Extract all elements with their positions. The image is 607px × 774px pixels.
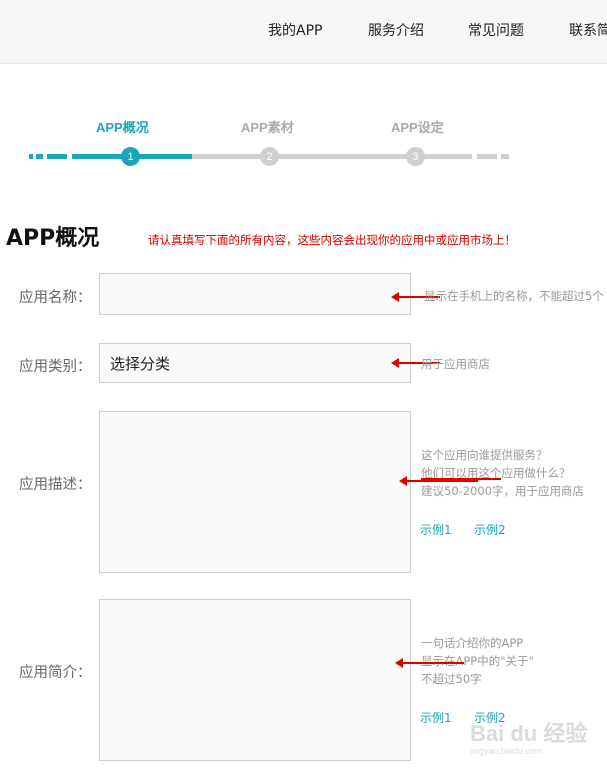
notice-text: 请认真填写下面的所有内容，这些内容会出现你的应用中或应用市场上！ xyxy=(148,233,516,247)
stepper-dash xyxy=(36,154,43,159)
app-description-hint-1: 这个应用向谁提供服务？ xyxy=(421,448,548,462)
app-category-hint: 用于应用商店 xyxy=(421,357,490,371)
stepper-dash xyxy=(29,154,33,159)
app-summary-label: 应用简介： xyxy=(19,665,92,681)
stepper-dash xyxy=(47,154,67,159)
description-example-2-link[interactable]: 示例2 xyxy=(474,523,506,537)
step-1-indicator: 1 xyxy=(121,147,140,166)
app-name-label: 应用名称： xyxy=(19,290,92,306)
watermark-url: jingyan.baidu.com xyxy=(470,746,543,756)
app-summary-hint-2: 显示在APP中的"关于" xyxy=(421,654,534,668)
step-label-overview: APP概况 xyxy=(96,120,149,135)
nav-service-intro[interactable]: 服务介绍 xyxy=(368,23,424,39)
app-summary-textarea[interactable] xyxy=(99,599,411,761)
summary-example-2-link[interactable]: 示例2 xyxy=(474,711,506,725)
app-description-textarea[interactable] xyxy=(99,411,411,573)
summary-example-1-link[interactable]: 示例1 xyxy=(420,711,452,725)
app-description-hint-3: 建议50-2000字，用于应用商店 xyxy=(421,484,585,498)
baidu-watermark-logo: Bai du 经验 jingyan.baidu.com xyxy=(470,712,600,762)
app-summary-hint-3: 不超过50字 xyxy=(421,672,482,686)
annotation-underline xyxy=(421,478,501,480)
nav-my-app[interactable]: 我的APP xyxy=(268,23,323,39)
step-2-indicator: 2 xyxy=(260,147,279,166)
app-summary-hint-1: 一句话介绍你的APP xyxy=(421,636,524,650)
app-category-selected-value: 选择分类 xyxy=(110,355,171,373)
nav-faq[interactable]: 常见问题 xyxy=(468,23,524,39)
watermark-text: Bai du 经验 xyxy=(470,721,588,746)
app-category-label: 应用类别： xyxy=(19,359,92,375)
annotation-arrow xyxy=(391,293,440,301)
annotation-arrow xyxy=(399,477,478,485)
app-category-select[interactable]: 选择分类 xyxy=(99,343,411,383)
stepper-track xyxy=(192,154,472,159)
app-name-hint: 显示在手机上的名称，不能超过5个 xyxy=(424,289,604,303)
top-nav: 我的APP 服务介绍 常见问题 联系简 xyxy=(0,0,607,64)
stepper-dash xyxy=(501,154,509,159)
step-label-settings: APP设定 xyxy=(391,120,444,135)
annotation-arrow xyxy=(391,359,440,367)
app-name-input[interactable] xyxy=(99,273,411,315)
description-example-1-link[interactable]: 示例1 xyxy=(420,523,452,537)
app-description-hint-2: 他们可以用这个应用做什么？ xyxy=(421,466,571,480)
stepper-dash xyxy=(477,154,497,159)
nav-contact[interactable]: 联系简 xyxy=(569,23,607,39)
annotation-arrow xyxy=(395,659,464,667)
app-description-label: 应用描述： xyxy=(19,477,92,493)
page-title: APP概况 xyxy=(6,226,100,251)
step-3-indicator: 3 xyxy=(406,147,425,166)
step-label-assets: APP素材 xyxy=(241,120,294,135)
